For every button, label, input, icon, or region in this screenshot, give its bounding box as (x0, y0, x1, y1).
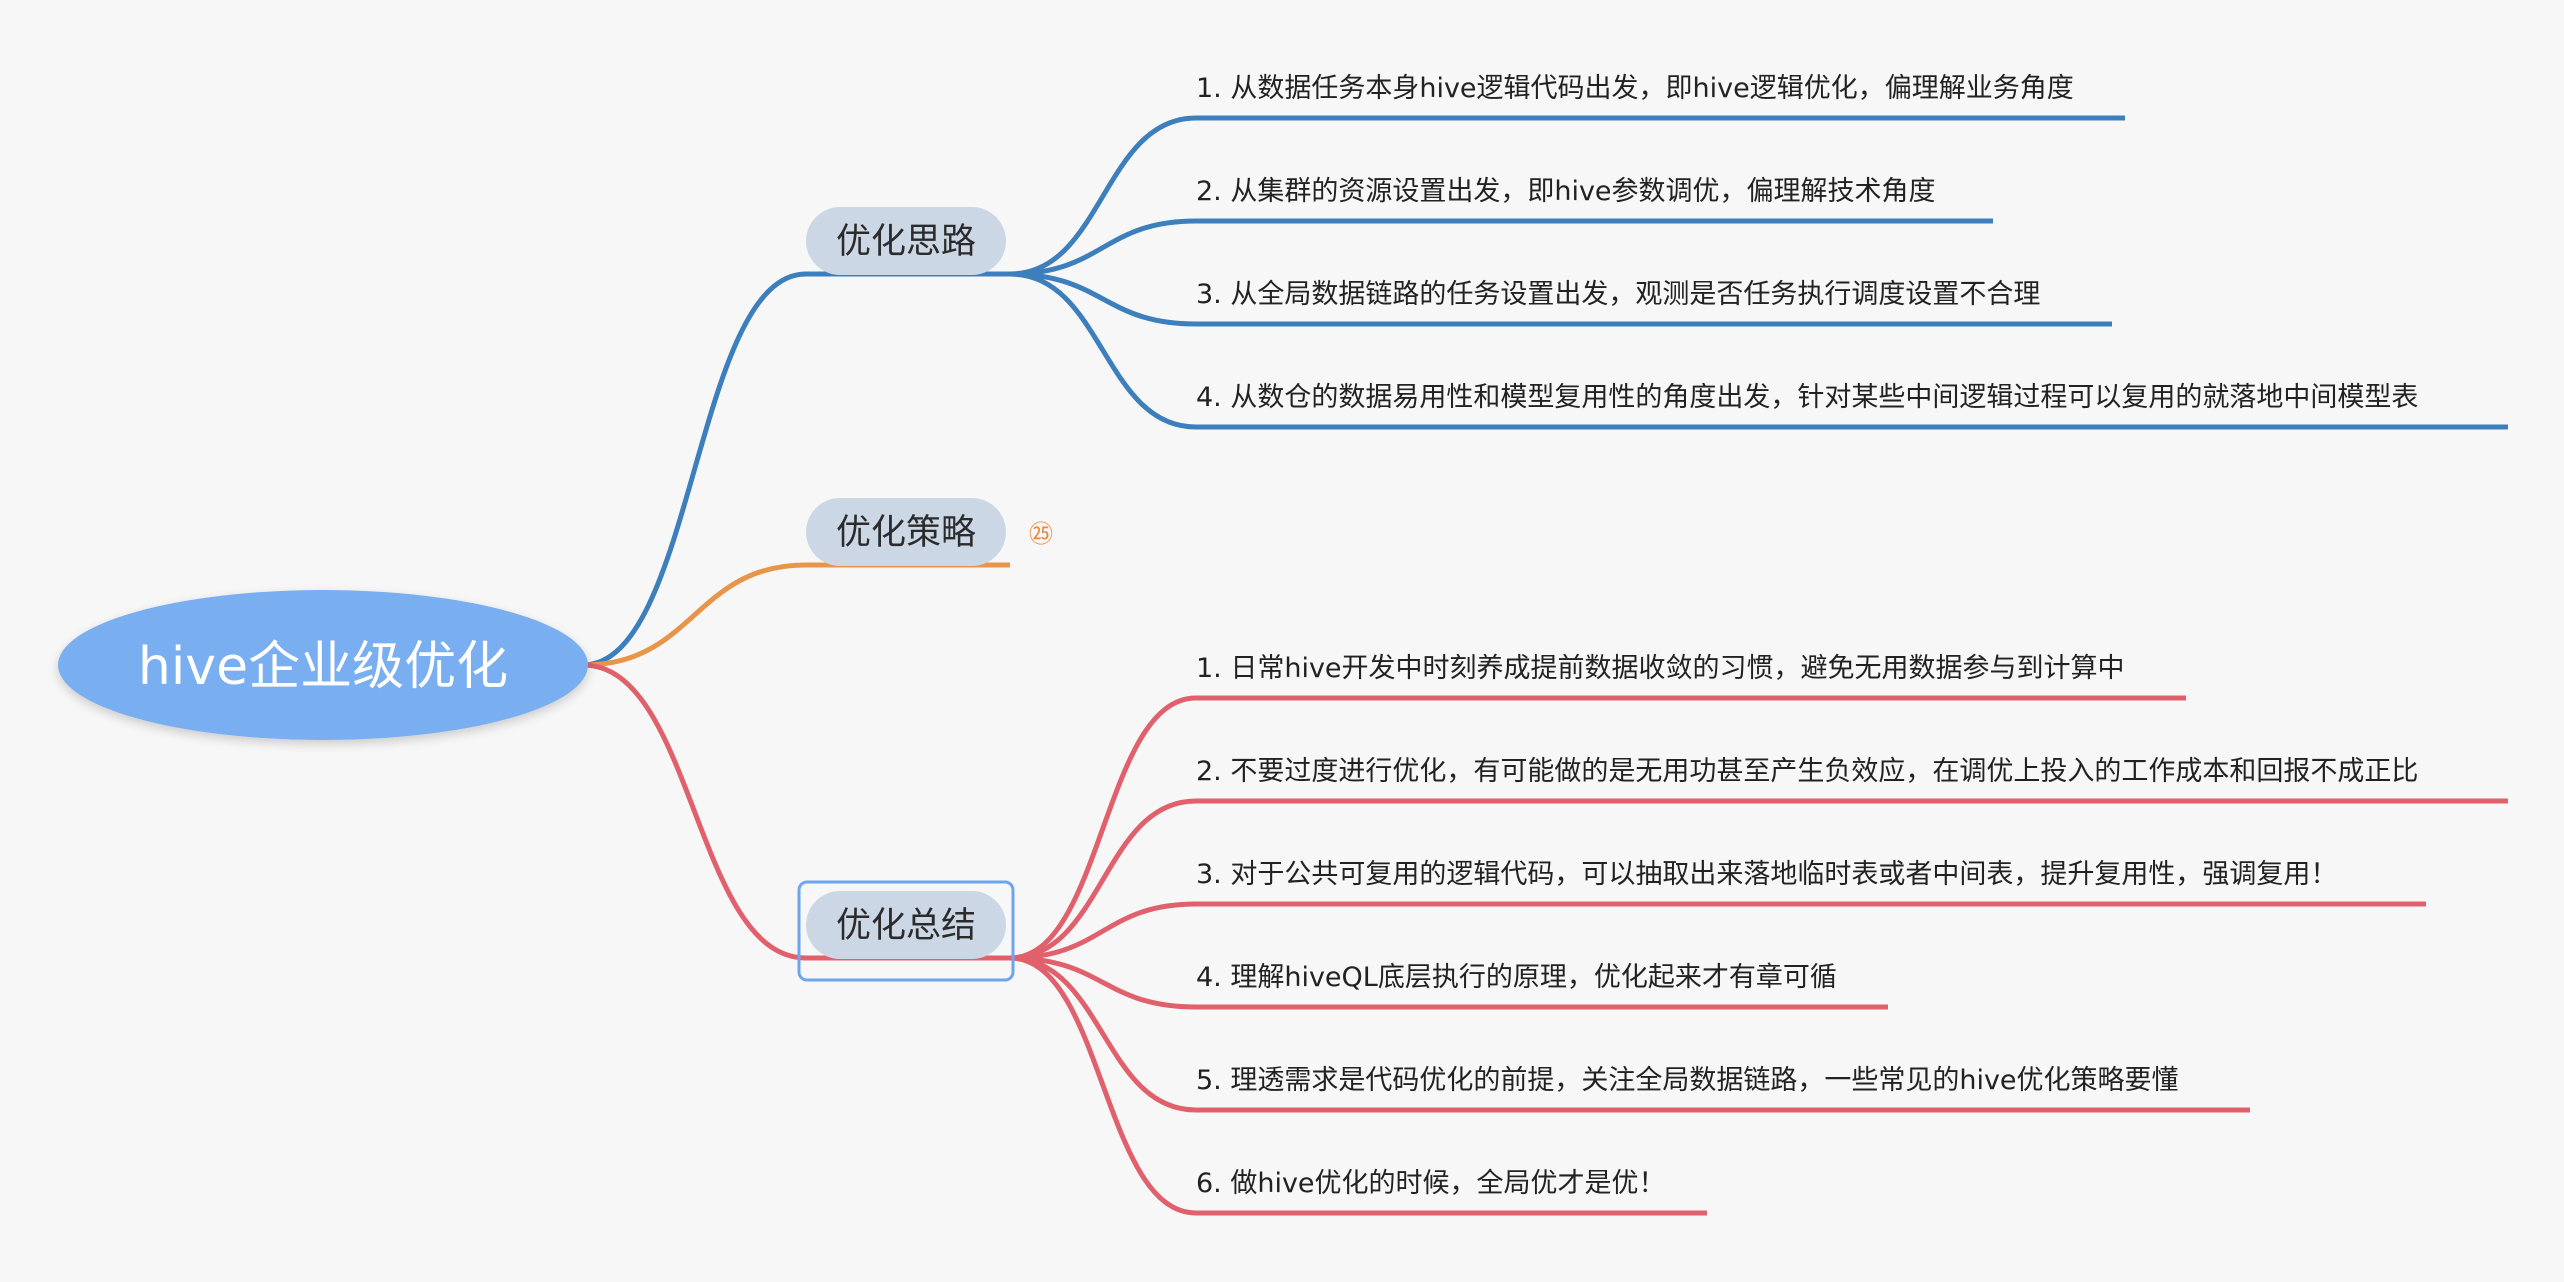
leaf-node-label[interactable]: 2. 从集群的资源设置出发，即hive参数调优，偏理解技术角度 (1196, 176, 1936, 207)
root-node-shape (58, 590, 588, 740)
connector-line (1007, 955, 1199, 1216)
connector-line (580, 562, 809, 668)
leaf-node-label[interactable]: 2. 不要过度进行优化，有可能做的是无用功甚至产生负效应，在调优上投入的工作成本… (1196, 756, 2418, 787)
root-node[interactable]: hive企业级优化 (58, 590, 588, 740)
connector-line (1007, 271, 1199, 327)
branch-pill (806, 498, 1006, 566)
connector-line (1007, 955, 1199, 1010)
leaf-node-label[interactable]: 5. 理透需求是代码优化的前提，关注全局数据链路，一些常见的hive优化策略要懂 (1196, 1065, 2179, 1096)
connector-line (1007, 901, 1199, 961)
leaf-node-label[interactable]: 1. 日常hive开发中时刻养成提前数据收敛的习惯，避免无用数据参与到计算中 (1196, 653, 2125, 684)
branch-node-zongJie[interactable]: 优化总结 (797, 880, 1015, 982)
leaf-node-label[interactable]: 1. 从数据任务本身hive逻辑代码出发，即hive逻辑优化，偏理解业务角度 (1196, 73, 2074, 104)
branch-node-ceLue[interactable]: 优化策略 (806, 498, 1006, 566)
connector-line (1007, 218, 1199, 277)
collapsed-count-badge[interactable]: ㉕ (1029, 520, 1053, 548)
branch-pill (806, 891, 1006, 959)
branch-label: 优化总结 (836, 906, 976, 946)
connector-line (580, 662, 809, 961)
leaf-node-label[interactable]: 6. 做hive优化的时候，全局优才是优！ (1196, 1168, 1666, 1199)
selection-frame (797, 880, 1015, 982)
mindmap-nodes: hive企业级优化 优化思路 1. 从数据任务本身hive逻辑代码出发，即hive逻… (58, 73, 2418, 1199)
connector-line (1007, 271, 1199, 430)
connector-line (1007, 955, 1199, 1113)
leaf-node-label[interactable]: 3. 从全局数据链路的任务设置出发，观测是否任务执行调度设置不合理 (1196, 279, 2040, 310)
leaf-node-label[interactable]: 3. 对于公共可复用的逻辑代码，可以抽取出来落地临时表或者中间表，提升复用性，强… (1196, 859, 2337, 890)
branch-label: 优化思路 (836, 222, 976, 262)
connector-line (580, 271, 809, 668)
leaf-node-label[interactable]: 4. 从数仓的数据易用性和模型复用性的角度出发，针对某些中间逻辑过程可以复用的就… (1196, 382, 2418, 413)
branch-pill (806, 207, 1006, 275)
connector-line (1007, 695, 1199, 961)
leaf-node-label[interactable]: 4. 理解hiveQL底层执行的原理，优化起来才有章可循 (1196, 962, 1837, 993)
connector-line (1007, 798, 1199, 961)
branch-label: 优化策略 (836, 513, 976, 553)
root-node-label: hive企业级优化 (138, 637, 508, 697)
branch-node-siLu[interactable]: 优化思路 (806, 207, 1006, 275)
connector-line (1007, 115, 1199, 277)
